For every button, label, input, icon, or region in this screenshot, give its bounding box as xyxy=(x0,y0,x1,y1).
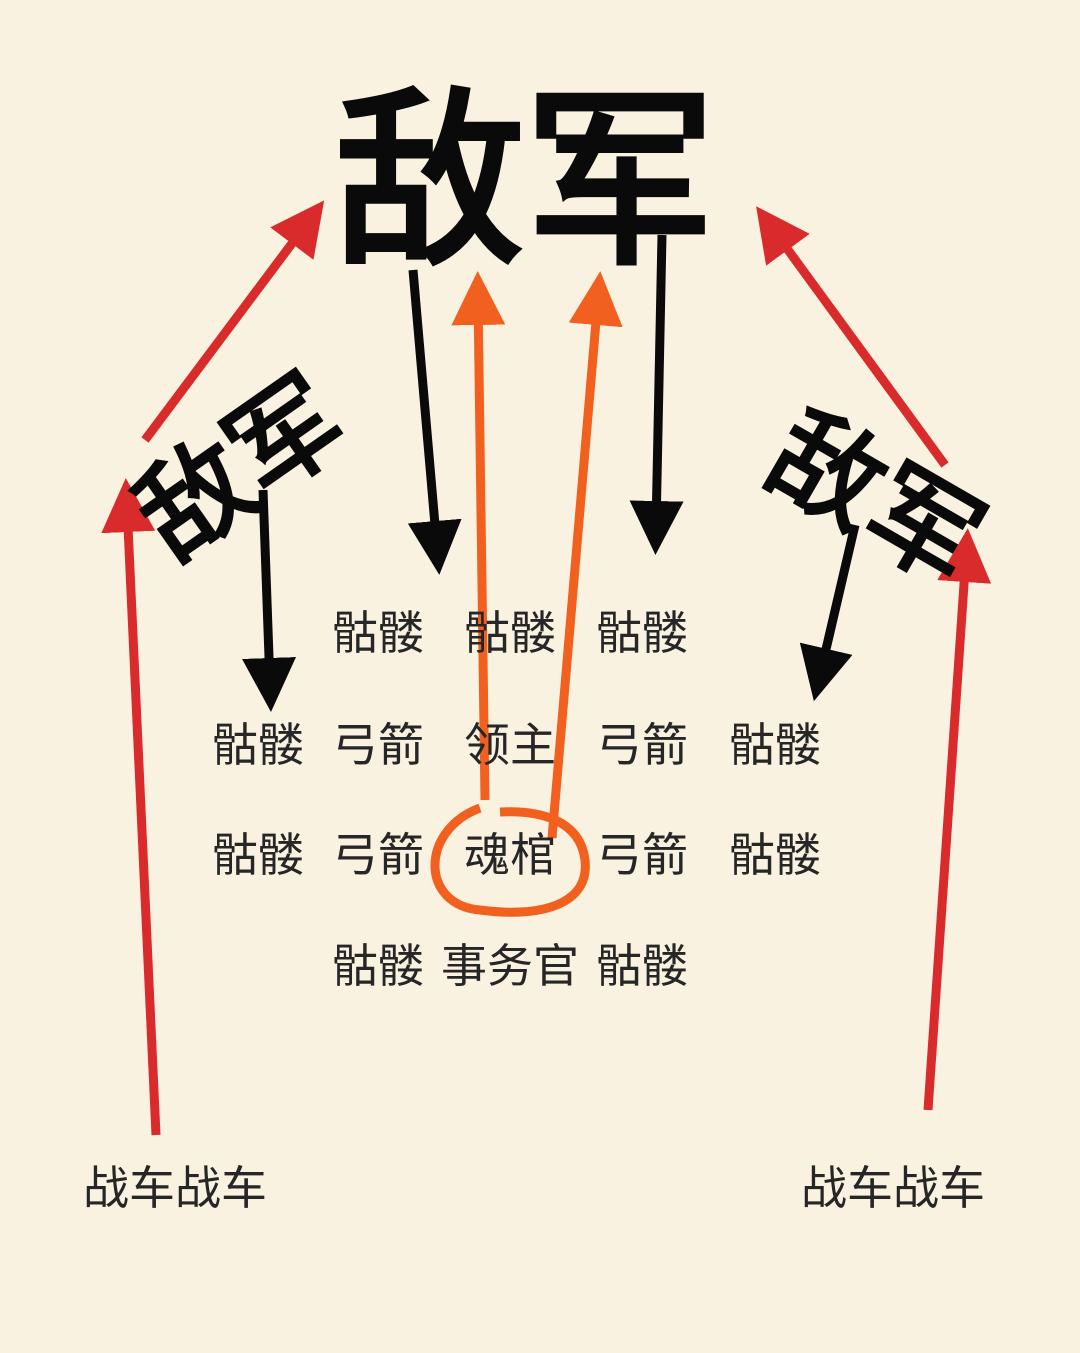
black-arrow-3 xyxy=(242,489,297,712)
unit-skeleton: 骷髅 xyxy=(464,606,556,660)
orange-arrow-2 xyxy=(547,271,623,839)
unit-skeleton: 骷髅 xyxy=(332,606,424,660)
right-chariots: 战车战车 xyxy=(801,1161,985,1215)
orange-circle xyxy=(430,803,590,917)
unit-skeleton: 骷髅 xyxy=(596,939,688,993)
unit-archer: 弓箭 xyxy=(332,718,424,772)
unit-skeleton: 骷髅 xyxy=(729,828,821,882)
unit-lord: 领主 xyxy=(464,718,556,772)
black-arrows xyxy=(242,234,860,712)
unit-soul-coffin: 魂棺 xyxy=(464,828,556,882)
unit-archer: 弓箭 xyxy=(596,718,688,772)
unit-skeleton: 骷髅 xyxy=(212,828,304,882)
red-arrows xyxy=(101,200,992,1136)
left-chariots: 战车战车 xyxy=(83,1161,267,1215)
orange-arrow-1 xyxy=(451,271,506,801)
unit-skeleton: 骷髅 xyxy=(596,606,688,660)
red-arrow-left-up xyxy=(101,478,161,1136)
unit-archer: 弓箭 xyxy=(596,828,688,882)
orange-arrows xyxy=(430,271,623,917)
black-arrow-2 xyxy=(629,234,684,555)
unit-skeleton: 骷髅 xyxy=(729,718,821,772)
unit-archer: 弓箭 xyxy=(332,828,424,882)
red-arrow-right-up xyxy=(923,528,992,1111)
black-arrow-1 xyxy=(407,269,462,575)
black-arrow-4 xyxy=(799,523,860,702)
red-arrow-left-to-enemy xyxy=(141,200,325,443)
unit-officer: 事务官 xyxy=(441,939,579,993)
red-arrow-right-to-enemy xyxy=(756,206,949,468)
main-enemy-label: 敌军 xyxy=(334,71,716,293)
unit-skeleton: 骷髅 xyxy=(212,718,304,772)
unit-skeleton: 骷髅 xyxy=(332,939,424,993)
